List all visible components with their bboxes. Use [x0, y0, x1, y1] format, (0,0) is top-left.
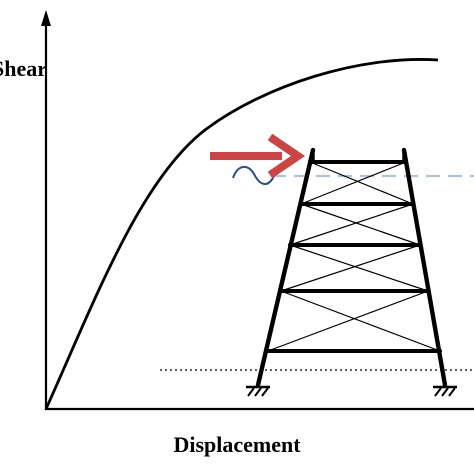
y-axis-label: Shear [0, 56, 47, 81]
x-bracing [267, 161, 441, 352]
y-axis [41, 10, 51, 410]
pushover-curve [44, 58, 439, 410]
y-axis-arrowhead [41, 10, 51, 26]
fixed-support-icon [433, 385, 457, 397]
x-axis-label: Displacement [173, 432, 301, 457]
right-leg [401, 147, 448, 388]
jacket-frame [255, 147, 448, 388]
fixed-support-icon [246, 385, 270, 397]
wave-icon [232, 166, 275, 185]
left-leg [255, 147, 316, 388]
right-arrow-icon [210, 133, 306, 179]
